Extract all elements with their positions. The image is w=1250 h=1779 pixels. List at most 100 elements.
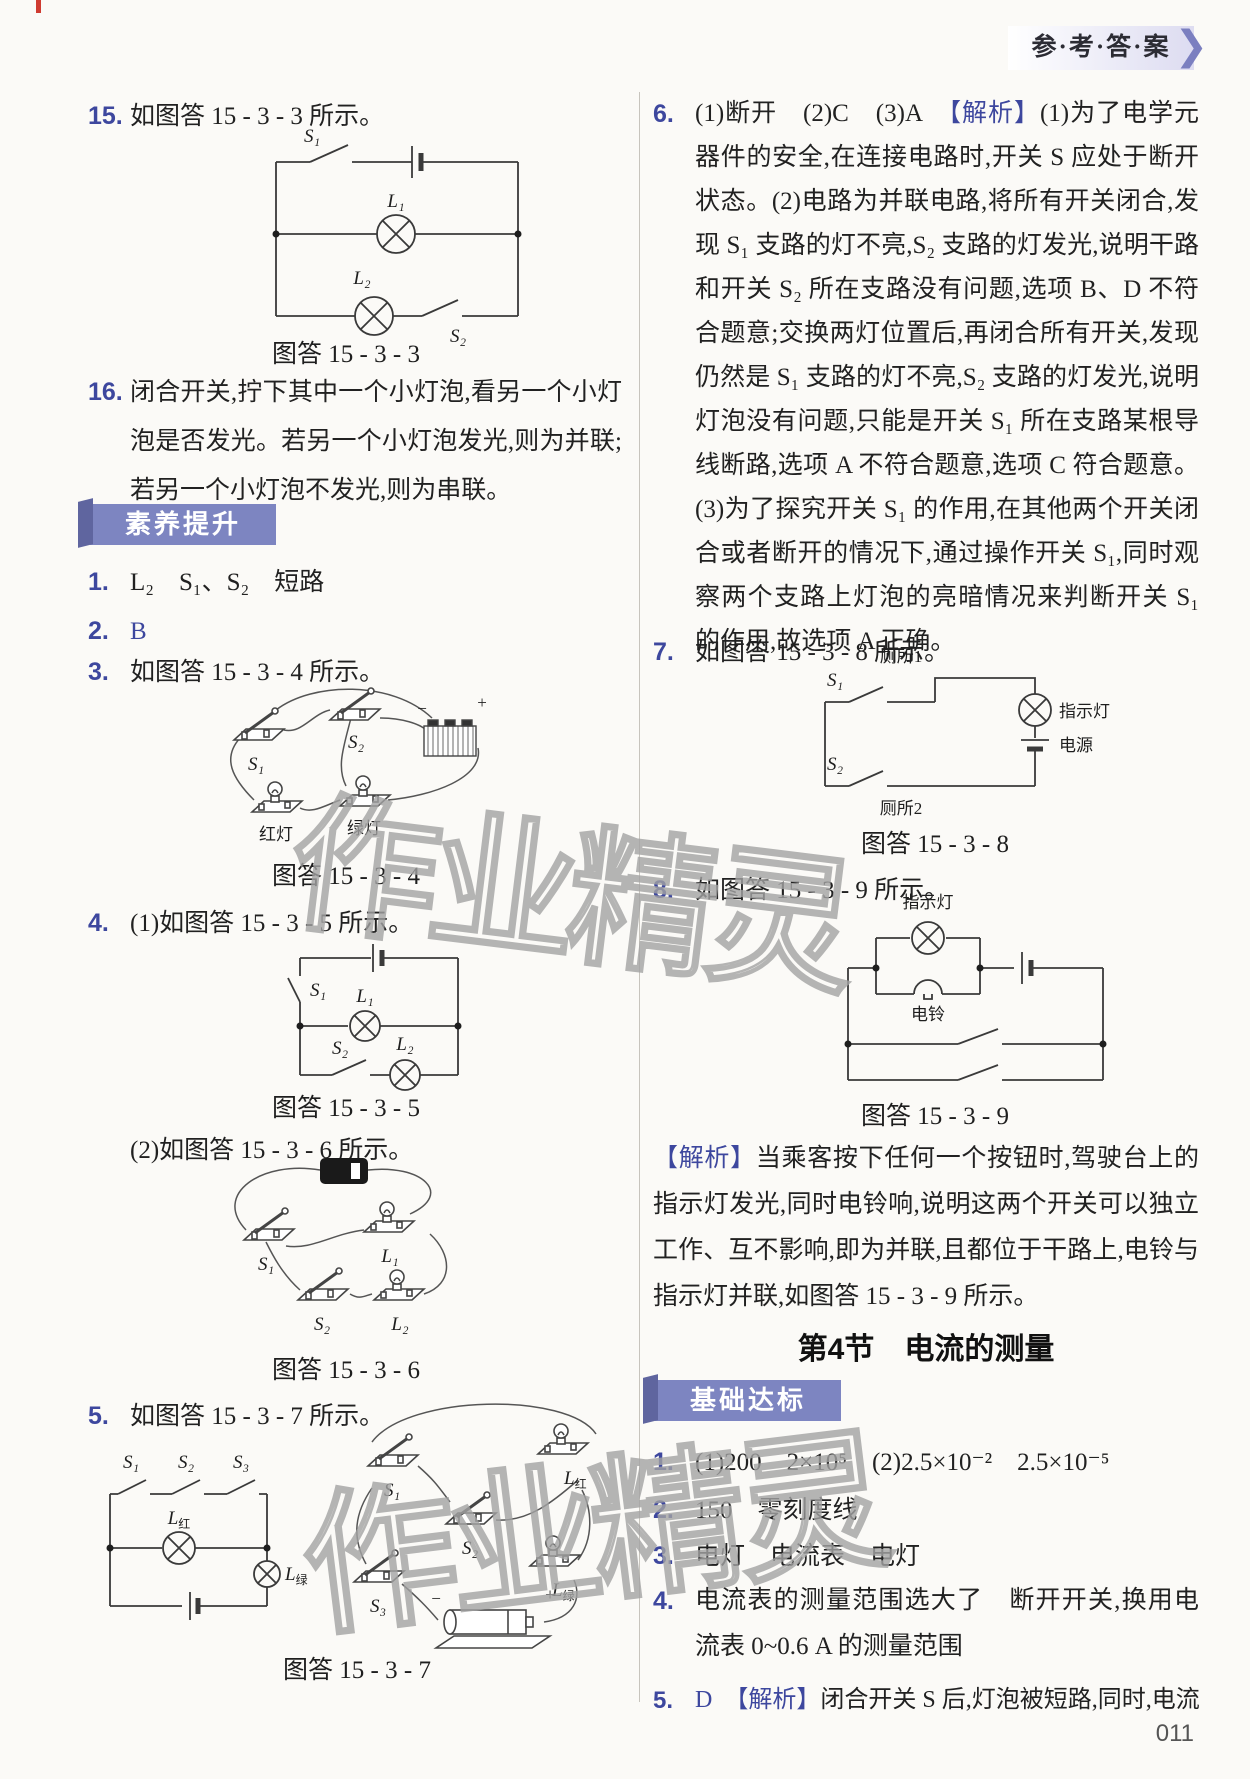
label-Lred-base: L [167, 1508, 179, 1529]
label-S1: S₁ [310, 980, 326, 1001]
label-S1: S₁ [258, 1254, 274, 1275]
junction-dot [296, 1022, 304, 1030]
item-number: 3. [653, 1542, 674, 1570]
figure-15-3-5: S₁ L₁ S₂ L₂ [287, 944, 462, 1091]
switch-S1-symbol [848, 686, 884, 703]
lamp-L1-pictorial [363, 1201, 415, 1233]
label-toilet1: 厕所1 [880, 647, 923, 666]
literacy-item-5: 5.如图答 15 - 3 - 7 所示。 [88, 1392, 622, 1441]
switch-S2-symbol [171, 1479, 201, 1495]
page-header-title: 参·考·答·案 [1031, 34, 1171, 61]
switch-button1-symbol [957, 1028, 999, 1045]
figure-15-3-7-pictorial: S₁ S₂ S₃ L红 L绿 − + [352, 1403, 597, 1649]
item-6-explanation: (1)为了电学元器件的安全,在连接电路时,开关 S 应处于断开状态。(2)电路为… [695, 100, 1199, 655]
figure-15-3-4: S₁ S₂ − + 红灯 绿灯 [229, 686, 487, 844]
basic-item-4: 4. 电流表的测量范围选大了 断开开关,换用电流表 0~0.6 A 的测量范围 [653, 1578, 1199, 1670]
switch-S3-symbol [226, 1479, 256, 1495]
caption-15-3-4: 图答 15 - 3 - 4 [272, 863, 420, 890]
label-S1: S₁ [827, 670, 843, 691]
lamp-L2-pictorial [373, 1269, 425, 1301]
switch-S1-symbol [309, 144, 349, 163]
page-number: 011 [1155, 1720, 1194, 1747]
circuit-15-3-7 [106, 1479, 281, 1620]
junction-dot [272, 230, 280, 238]
label-L1: L₁ [380, 1246, 398, 1267]
literacy-item-4: 4.(1)如图答 15 - 3 - 5 所示。 [88, 899, 622, 948]
battery-pictorial [435, 1609, 551, 1649]
item-15: 15.如图答 15 - 3 - 3 所示。 [88, 92, 622, 141]
label-S2: S₂ [450, 326, 467, 347]
label-S1: S₁ [248, 754, 264, 775]
caption-15-3-7: 图答 15 - 3 - 7 [283, 1657, 431, 1684]
switch-S2-pictorial [444, 1490, 498, 1526]
caption-15-3-3: 图答 15 - 3 - 3 [272, 341, 420, 368]
item-7-text: 如图答 15 - 3 - 8 所示。 [695, 639, 950, 666]
lamp-L2-symbol [389, 1059, 421, 1091]
label-toilet2: 厕所2 [880, 799, 923, 818]
wires [356, 1403, 597, 1623]
item-text: (1)如图答 15 - 3 - 5 所示。 [130, 910, 414, 937]
item-8-number: 8. [653, 876, 674, 904]
label-S2: S₂ [827, 754, 844, 775]
answer-letter: B [130, 618, 147, 645]
basic-item-5: 5.D 【解析】闭合开关 S 后,灯泡被短路,同时,电流 [653, 1676, 1200, 1725]
junction-dot [263, 1544, 271, 1552]
label-Lgreen: L绿 [551, 1580, 575, 1603]
item-text: 电流表的测量范围选大了 断开开关,换用电流表 0~0.6 A 的测量范围 [695, 1587, 1199, 1660]
basic-item-3: 3.电灯 电流表 电灯 [653, 1532, 1199, 1581]
label-minus: − [417, 699, 427, 718]
item-number: 2. [653, 1496, 674, 1524]
label-indicator-lamp: 指示灯 [1059, 702, 1110, 721]
label-Lgreen-base: L [551, 1580, 563, 1601]
circuit-15-3-5 [287, 944, 462, 1091]
label-Lgreen-sub: 绿 [296, 1572, 308, 1587]
switch-S1-pictorial [232, 706, 286, 742]
label-L2: L₂ [390, 1314, 409, 1335]
battery-pictorial [320, 1158, 368, 1184]
section-4-title: 第4节 电流的测量 [797, 1333, 1055, 1366]
label-Lgreen-base: L [284, 1564, 296, 1585]
caption-15-3-5: 图答 15 - 3 - 5 [272, 1095, 420, 1122]
switch-S2-symbol [848, 770, 884, 787]
switch-S1-pictorial [242, 1206, 296, 1242]
label-L1: L₁ [386, 191, 404, 212]
label-Lred-sub: 红 [178, 1516, 190, 1531]
item-6: 6.(1)断开 (2)C (3)A 【解析】(1)为了电学元器件的安全,在连接电… [653, 92, 1199, 664]
label-S2: S₂ [332, 1038, 349, 1059]
indicator-lamp-symbol [1018, 693, 1052, 727]
switch-button2-symbol [957, 1064, 999, 1081]
item-8: 8.如图答 15 - 3 - 9 所示。 [653, 866, 1199, 915]
label-S1: S₁ [384, 1480, 400, 1501]
item-text: 150 零刻度线 [695, 1497, 858, 1524]
switch-S1-symbol [117, 1479, 147, 1495]
label-minus: − [431, 1589, 441, 1608]
analysis-paragraph: 【解析】当乘客按下任何一个按钮时,驾驶台上的指示灯发光,同时电铃响,说明这两个开… [653, 1136, 1199, 1320]
figure-15-3-7-schematic: S₁ S₂ S₃ L红 L绿 [106, 1452, 308, 1620]
item-7-number: 7. [653, 638, 674, 666]
label-L2: L₂ [395, 1034, 414, 1055]
basic-item-2: 2. 150 零刻度线 [653, 1486, 1199, 1535]
label-L1: L₁ [355, 986, 373, 1007]
section-badge-literacy: 素养提升 [90, 504, 276, 545]
item-number: 2. [88, 617, 109, 645]
lamp-Lred-symbol [162, 1531, 196, 1565]
section-badge-basic: 基础达标 [655, 1380, 841, 1421]
label-S3: S₃ [370, 1596, 386, 1617]
label-plus: + [477, 693, 487, 712]
switch-S1-symbol [287, 977, 301, 1003]
literacy-item-1: 1.L₂ S₁、S₂ 短路 [88, 558, 622, 607]
answer-letter: D [695, 1687, 713, 1713]
item-16: 16.闭合开关,拧下其中一个小灯泡,看另一个小灯泡是否发光。若另一个小灯泡发光,… [88, 368, 622, 515]
figure-15-3-3: S₁ L₁ L₂ S₂ [272, 126, 522, 347]
battery-pack-pictorial [423, 719, 477, 757]
circuit-15-3-9 [844, 921, 1107, 1081]
item-number: 4. [653, 1587, 674, 1615]
item-text: 闭合开关 S 后,灯泡被短路,同时,电流 [820, 1687, 1200, 1713]
lamp-L1-symbol [376, 214, 416, 254]
analysis-marker: 【解析】 [653, 1145, 756, 1172]
label-Lred: L红 [563, 1468, 587, 1491]
scan-edge-mark [36, 0, 41, 13]
analysis-marker: 【解析】 [736, 1687, 821, 1713]
page-header-banner: 参·考·答·案 ❯ [1008, 23, 1208, 70]
